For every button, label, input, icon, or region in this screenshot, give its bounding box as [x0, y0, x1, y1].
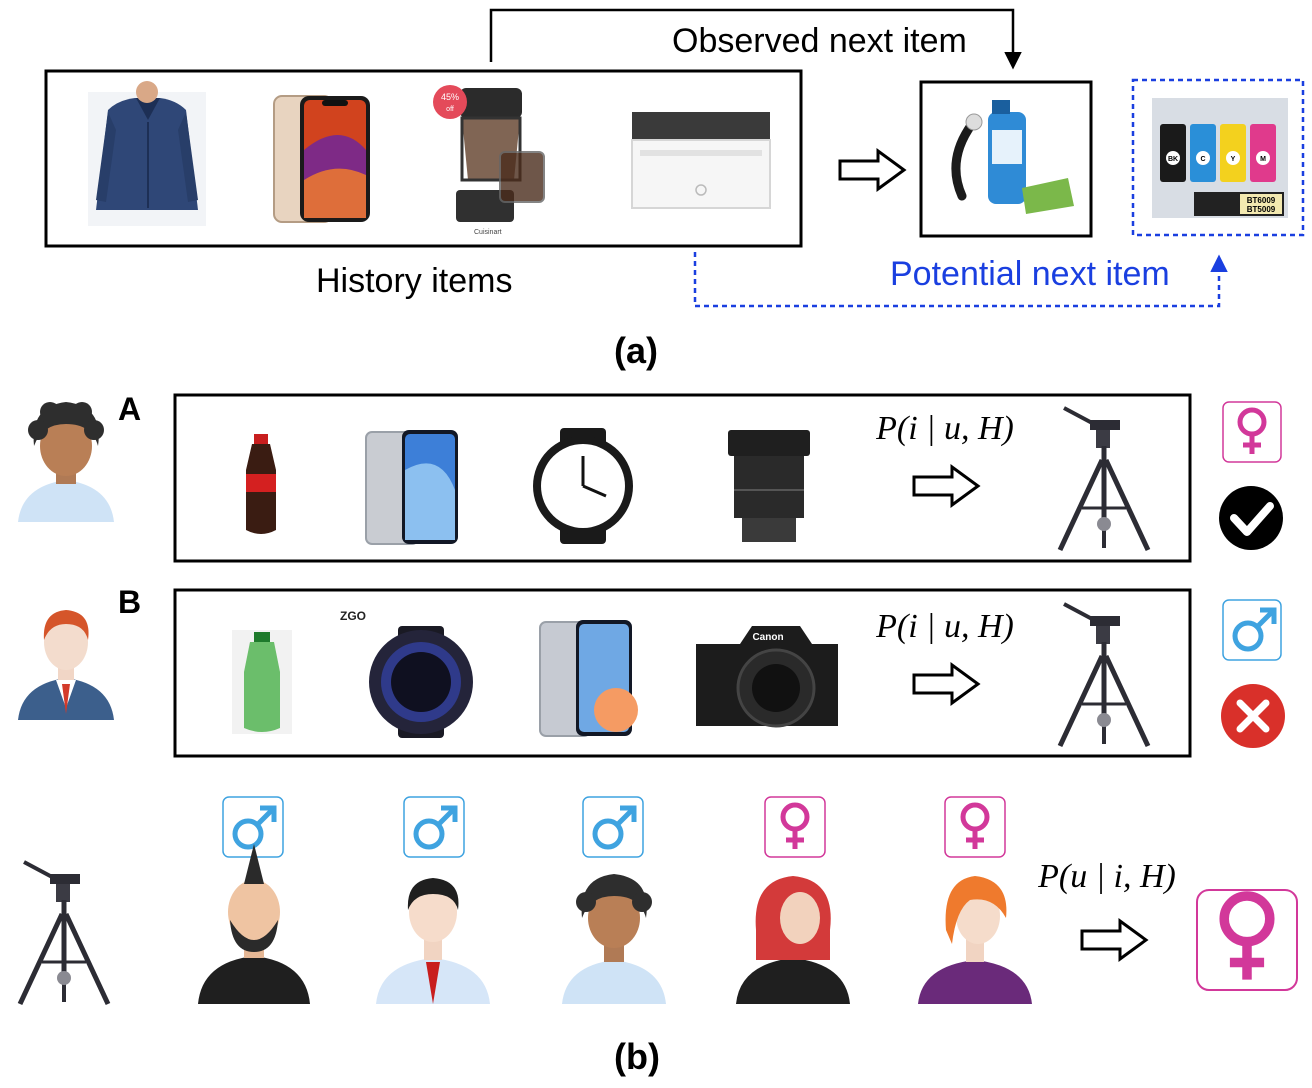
- user-a-avatar: [18, 402, 114, 522]
- cross-icon: [1221, 684, 1285, 748]
- tripod-icon-query: [20, 862, 108, 1004]
- ink-bottles-icon: BK C Y M BT6009 BT5009: [1152, 98, 1288, 218]
- tripod-icon-b: [1060, 604, 1148, 746]
- panel-b-caption: (b): [614, 1036, 660, 1077]
- history-box: [44, 69, 803, 248]
- female-badge-1: [764, 796, 826, 858]
- ink-label-m: M: [1260, 156, 1266, 163]
- shirt-icon: [88, 81, 206, 226]
- history-items-label: History items: [316, 262, 513, 300]
- user-a-sequence-box: [173, 393, 1192, 563]
- user-avatar-red-hair: [736, 876, 850, 1004]
- formula-item-given-user-a: P(i | u, H): [875, 410, 1014, 447]
- potential-connector: [693, 252, 1228, 308]
- camera-lens-icon: [728, 430, 810, 542]
- ink-code-2: BT5009: [1247, 205, 1276, 214]
- observed-next-item-label: Observed next item: [672, 22, 967, 60]
- coffee-brand-text: Cuisinart: [474, 229, 502, 236]
- panel-a-caption: (a): [614, 330, 658, 371]
- panel-a: Cuisinart 45% off: [44, 8, 1305, 308]
- user-a-tag: A: [118, 391, 141, 427]
- ink-label-bk: BK: [1168, 156, 1178, 163]
- panel-b: A P(: [18, 391, 1298, 1004]
- observed-connector: [489, 8, 1022, 70]
- smartphone-icon: [539, 620, 638, 737]
- user-avatar-orange-hair: [918, 876, 1032, 1004]
- male-badge-3: [582, 796, 644, 858]
- discount-badge-off: off: [446, 106, 454, 113]
- formula-item-given-user-b: P(i | u, H): [875, 608, 1014, 645]
- cola-bottle-icon: [246, 434, 276, 534]
- formula-user-given-item: P(u | i, H): [1037, 858, 1176, 895]
- smartphone-icon: [273, 95, 370, 223]
- history-to-observed-arrow: [838, 149, 906, 191]
- soda-bottle-icon: [232, 630, 292, 734]
- zgo-brand-text: ZGO: [340, 609, 366, 623]
- printer-icon: [631, 112, 771, 209]
- potential-next-item-label: Potential next item: [890, 255, 1170, 293]
- female-output-badge: [1196, 889, 1298, 991]
- wristwatch-icon: [533, 428, 633, 544]
- male-badge-2: [403, 796, 465, 858]
- user-avatar-suit: [376, 878, 490, 1004]
- ink-label-y: Y: [1231, 156, 1236, 163]
- user-b-sequence-box: [173, 588, 1192, 758]
- user-b-tag: B: [118, 584, 141, 620]
- female-badge-2: [944, 796, 1006, 858]
- discount-badge-percent: 45%: [441, 92, 459, 102]
- coffee-maker-icon: Cuisinart 45% off: [433, 85, 545, 236]
- user-b-arrow: [912, 663, 980, 705]
- ink-code-1: BT6009: [1247, 196, 1276, 205]
- male-badge-b: [1222, 599, 1282, 661]
- tripod-icon-a: [1060, 408, 1148, 550]
- canon-brand-text: Canon: [752, 632, 783, 643]
- sports-watch-icon: ZGO: [340, 609, 473, 738]
- smartphone-icon: [365, 430, 458, 545]
- observed-item-box: [919, 80, 1093, 238]
- user-avatar-curly: [562, 874, 666, 1004]
- ink-label-c: C: [1200, 156, 1205, 163]
- user-a-arrow: [912, 465, 980, 507]
- user-avatar-mohawk: [198, 844, 310, 1004]
- users-to-gender-arrow: [1080, 919, 1148, 961]
- potential-item-box: [1131, 78, 1305, 237]
- cleaning-kit-icon: [951, 100, 1074, 214]
- user-b-avatar: [18, 610, 114, 720]
- check-icon: [1219, 486, 1283, 550]
- dslr-camera-icon: Canon: [696, 626, 838, 728]
- female-badge-a: [1222, 401, 1282, 463]
